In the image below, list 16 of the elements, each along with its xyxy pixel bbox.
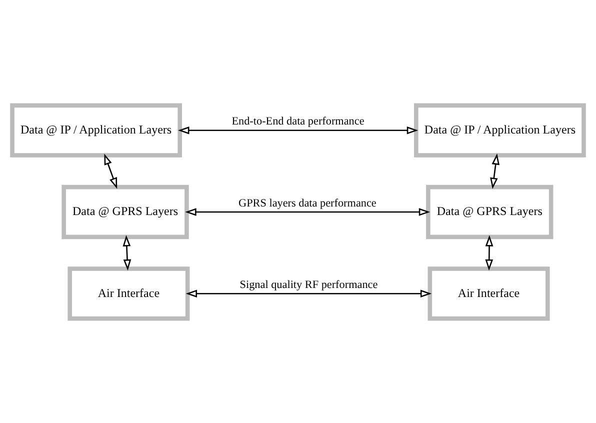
- node-box: Air Interface: [428, 266, 550, 320]
- arrow: [178, 126, 418, 134]
- edge-label: End-to-End data performance: [232, 115, 364, 128]
- edge-label: GPRS layers data performance: [238, 196, 376, 209]
- arrow: [122, 234, 132, 270]
- node-box: Data @ GPRS Layers: [426, 184, 554, 239]
- arrow: [485, 234, 494, 270]
- node-box: Data @ GPRS Layers: [62, 184, 189, 239]
- node-box: Air Interface: [68, 266, 190, 320]
- arrow: [104, 153, 118, 188]
- edge-label: Signal quality RF performance: [240, 278, 378, 290]
- node-box: Data @ IP / Application Layers: [414, 102, 586, 157]
- arrow: [490, 152, 500, 188]
- node-box: Data @ IP / Application Layers: [10, 102, 182, 157]
- arrow: [185, 208, 430, 216]
- arrow: [186, 289, 432, 298]
